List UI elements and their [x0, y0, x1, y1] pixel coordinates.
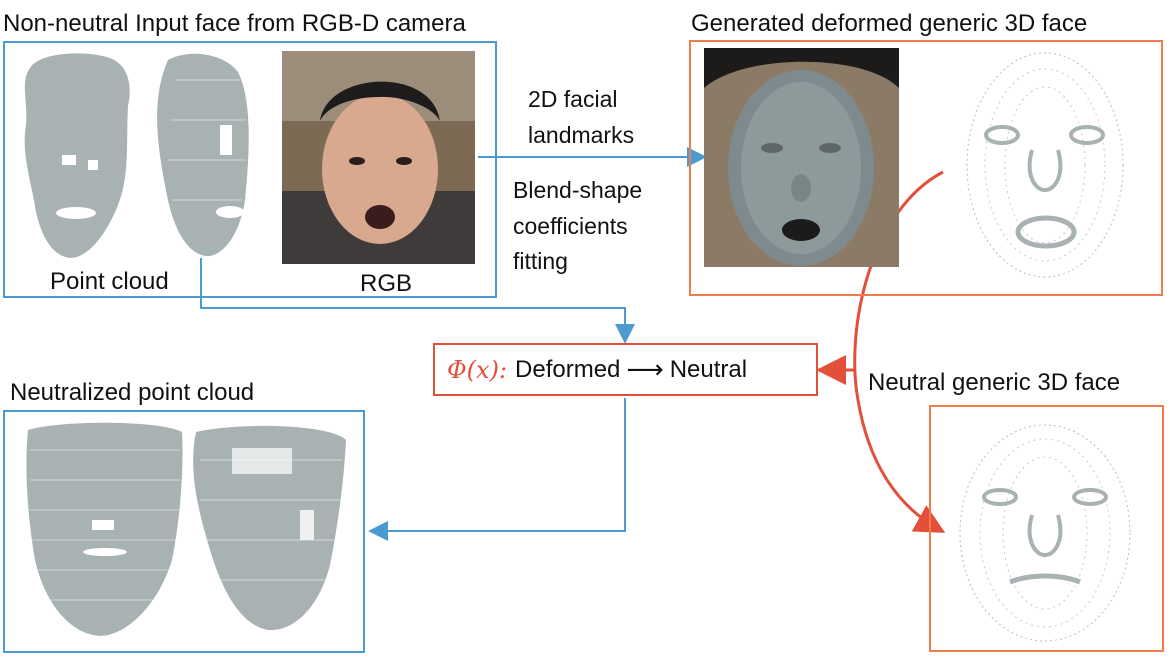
transform-from-label: Deformed [515, 355, 621, 383]
neutral-generic-panel [929, 405, 1164, 652]
landmarks-line2: landmarks [528, 121, 635, 148]
rgb-photo-face-icon [282, 51, 475, 264]
deformed-face-render [704, 48, 899, 267]
transform-box: Φ(x): Deformed ⟶ Neutral [433, 343, 818, 396]
deformed-face-icon [704, 48, 899, 267]
rgb-photo [282, 51, 475, 264]
neutralized-title: Neutralized point cloud [10, 379, 255, 406]
neutralized-panel [3, 410, 365, 653]
blend-line3: fitting [513, 248, 568, 275]
neutral-generic-title: Neutral generic 3D face [868, 369, 1121, 396]
rgb-caption: RGB [360, 270, 413, 297]
transform-to-neutralized-arrow [368, 398, 626, 541]
point-cloud-caption: Point cloud [50, 268, 169, 295]
input-panel [3, 41, 497, 298]
generated-panel-title: Generated deformed generic 3D face [691, 10, 1088, 37]
generated-panel [689, 40, 1163, 296]
blend-line2: coefficients [513, 212, 628, 239]
pointcloud-to-transform-arrow [200, 258, 635, 344]
blendshape-label: Blend-shape coefficients fitting [513, 173, 642, 280]
blend-line1: Blend-shape [513, 177, 643, 203]
input-panel-title: Non-neutral Input face from RGB-D camera [3, 10, 466, 37]
right-arrow-icon: ⟶ [626, 354, 664, 384]
landmarks-line1: 2D facial [528, 86, 618, 112]
phi-function-label: Φ(x): [447, 355, 508, 384]
transform-to-label: Neutral [669, 355, 748, 383]
landmarks-label: 2D facial landmarks [528, 82, 634, 153]
